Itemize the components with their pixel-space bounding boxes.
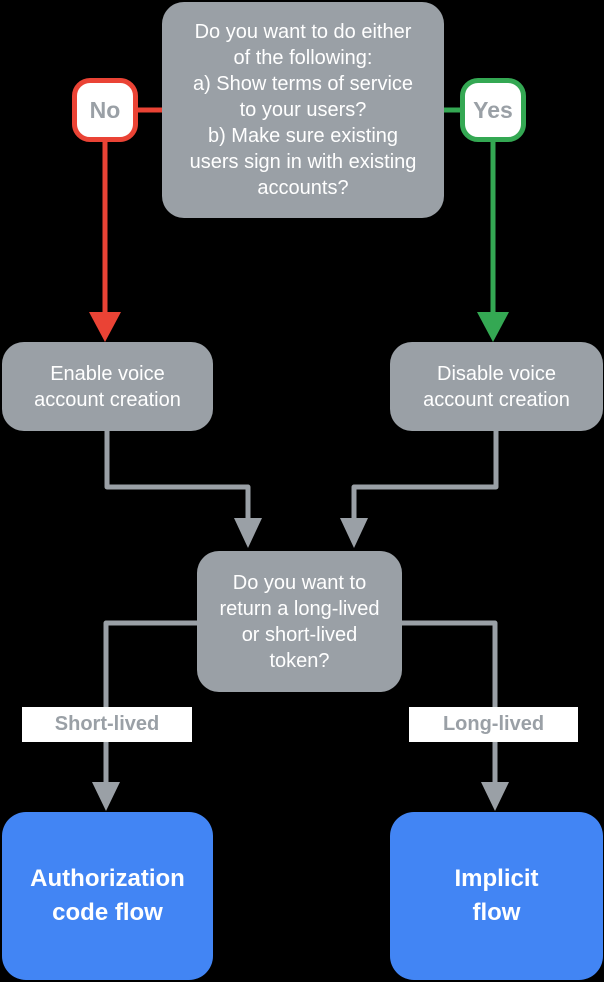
no-badge: No [72,78,138,142]
short-lived-branch-line [103,620,198,786]
top-question-box: Do you want to do either of the followin… [162,2,444,218]
short-lived-label: Short-lived [22,707,192,742]
yes-badge: Yes [460,78,526,142]
authorization-code-flow-box: Authorization code flow [2,812,213,980]
enable-voice-account-creation-box: Enable voice account creation [2,342,213,431]
disable-to-question-arrowhead-icon [340,518,368,548]
yes-branch-arrowhead-icon [477,312,509,342]
enable-to-question-line [104,430,251,520]
implicit-flow-box: Implicit flow [390,812,603,980]
disable-to-question-line [351,430,499,520]
long-lived-label: Long-lived [409,707,578,742]
disable-voice-account-creation-box: Disable voice account creation [390,342,603,431]
long-lived-branch-line [401,620,498,786]
enable-to-question-arrowhead-icon [234,518,262,548]
token-question-box: Do you want to return a long-lived or sh… [197,551,402,692]
no-branch-arrowhead-icon [89,312,121,342]
